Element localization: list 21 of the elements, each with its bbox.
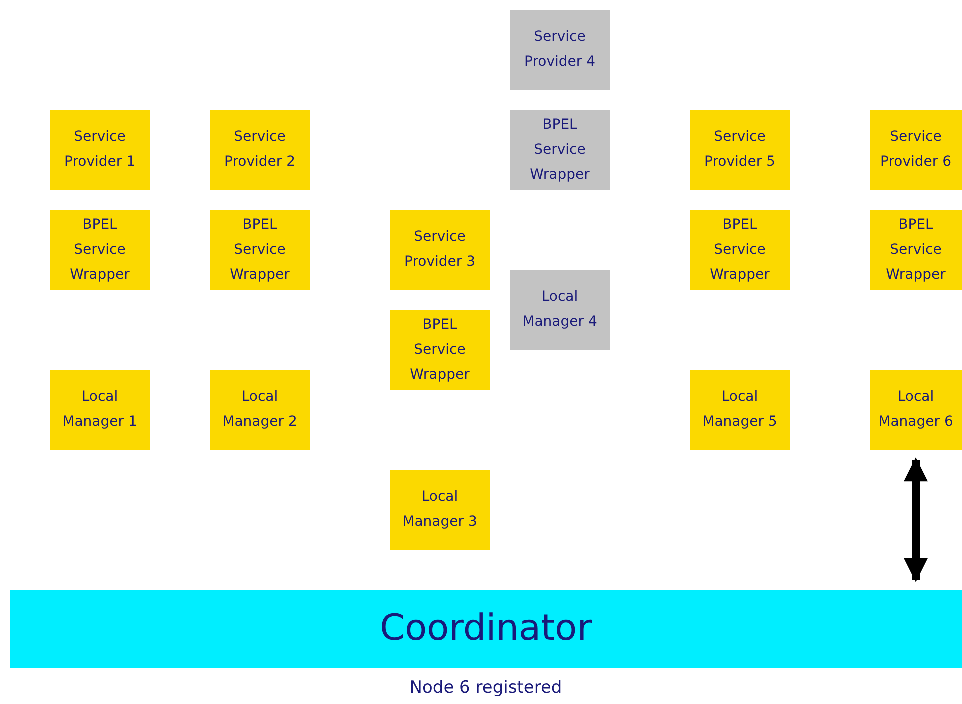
component-box: Local Manager 5 [690, 370, 790, 450]
component-box: Local Manager 1 [50, 370, 150, 450]
double-arrow [904, 458, 928, 582]
component-box: BPEL Service Wrapper [870, 210, 962, 290]
component-box: BPEL Service Wrapper [210, 210, 310, 290]
status-note: Node 6 registered [408, 678, 564, 698]
component-box: BPEL Service Wrapper [50, 210, 150, 290]
component-box: Service Provider 3 [390, 210, 490, 290]
component-box: Local Manager 4 [510, 270, 610, 350]
component-box: Service Provider 2 [210, 110, 310, 190]
component-box: BPEL Service Wrapper [690, 210, 790, 290]
component-box: Service Provider 6 [870, 110, 962, 190]
coordinator-bar: Coordinator [10, 590, 962, 668]
component-box: Local Manager 3 [390, 470, 490, 550]
component-box: Service Provider 4 [510, 10, 610, 90]
component-box: BPEL Service Wrapper [510, 110, 610, 190]
component-box: Service Provider 1 [50, 110, 150, 190]
component-box: Local Manager 6 [870, 370, 962, 450]
component-box: Service Provider 5 [690, 110, 790, 190]
component-box: BPEL Service Wrapper [390, 310, 490, 390]
component-box: Local Manager 2 [210, 370, 310, 450]
